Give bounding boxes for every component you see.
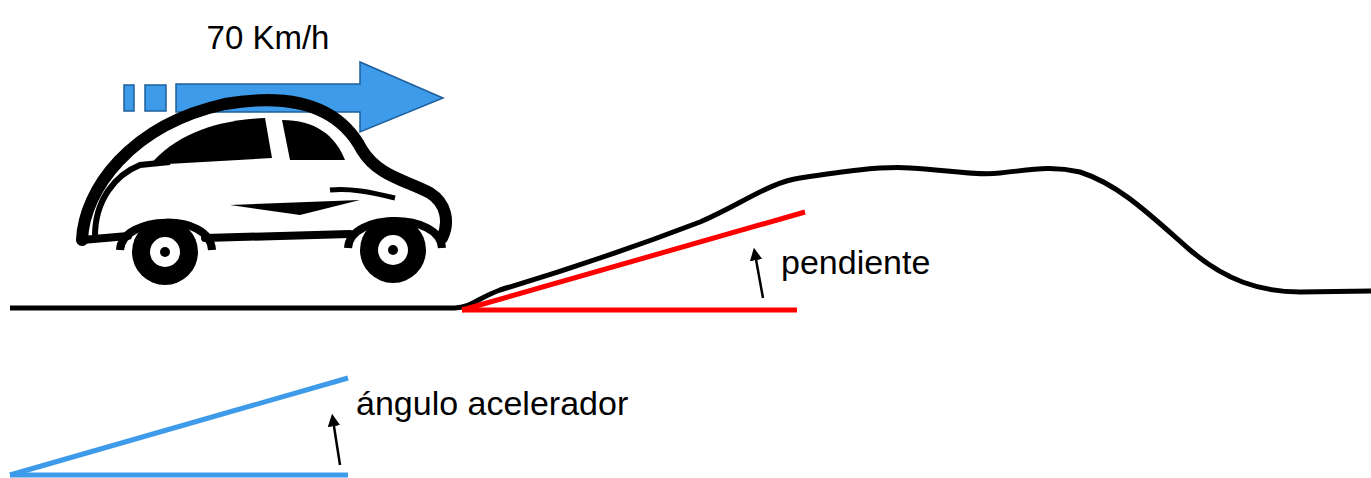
car-drawing [82,100,446,285]
terrain-line [10,168,1371,308]
speed-label: 70 Km/h [207,19,330,57]
slope-label: pendiente [781,243,930,282]
throttle-arrow [333,420,340,465]
slope-arrow [755,254,763,298]
throttle-angle [10,378,348,475]
slope-angle [462,212,805,310]
throttle-label: ángulo acelerador [356,384,628,423]
